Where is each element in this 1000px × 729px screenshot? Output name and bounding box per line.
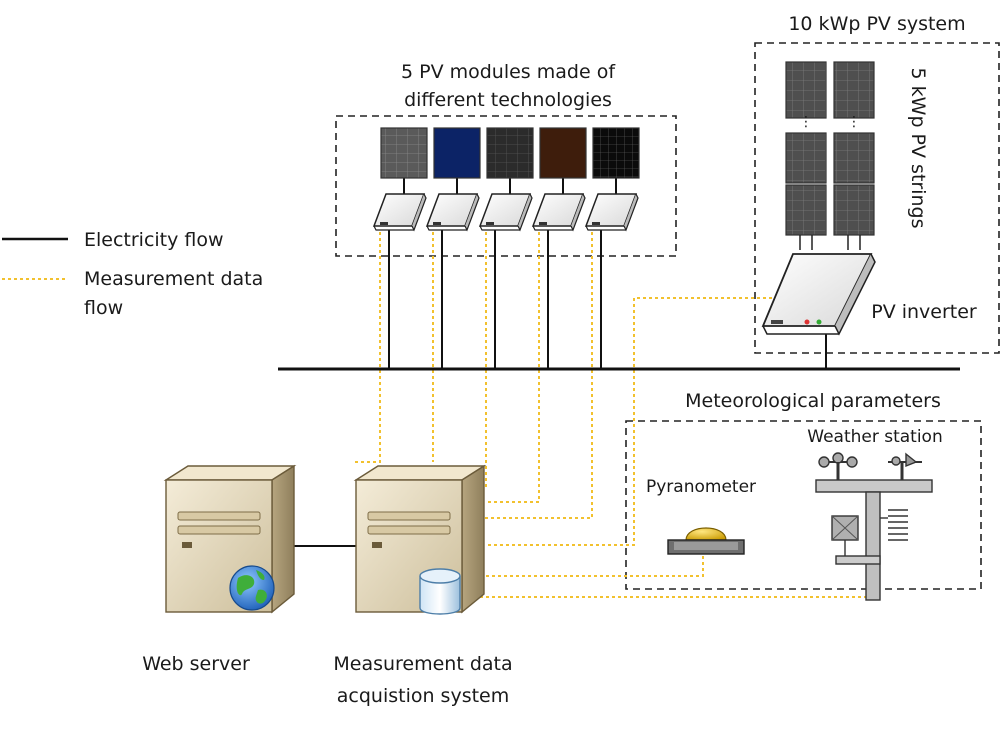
electricity-flow-lines xyxy=(278,178,960,547)
das-label-line1: Measurement data xyxy=(333,653,512,675)
pyranometer-label: Pyranometer xyxy=(646,477,756,497)
pv-strings: ⋮ ⋮ xyxy=(785,61,875,250)
pv-modules-group-box xyxy=(335,115,677,257)
pv-module-icon xyxy=(539,127,587,179)
pv-inverter-icon xyxy=(761,253,876,336)
legend-electricity-label: Electricity flow xyxy=(84,229,224,251)
pv-module-icon xyxy=(833,61,875,119)
pv-module-icon xyxy=(592,127,640,179)
pv-module-icon xyxy=(380,127,428,179)
legend: Electricity flow Measurement data flow xyxy=(2,229,263,319)
meteo-group-box xyxy=(625,420,982,590)
micro-inverter-icon xyxy=(584,193,639,232)
server-icon xyxy=(353,464,487,614)
pyranometer-icon xyxy=(667,527,745,555)
weather-station-label: Weather station xyxy=(807,427,943,447)
weather-station-icon xyxy=(815,452,933,601)
pv-module-icon xyxy=(833,184,875,236)
micro-inverter-row xyxy=(372,193,639,232)
pv-module-icon xyxy=(785,184,827,236)
globe-icon xyxy=(229,565,275,611)
pv-module-icon xyxy=(486,127,534,179)
inverter-label: PV inverter xyxy=(871,301,977,323)
legend-measurement-label-line2: flow xyxy=(84,297,123,319)
micro-inverter-icon xyxy=(478,193,533,232)
micro-inverter-icon xyxy=(425,193,480,232)
strings-label: 5 kWp PV strings xyxy=(907,68,929,229)
svg-text:⋮: ⋮ xyxy=(799,114,813,130)
pv-modules-title-line1: 5 PV modules made of xyxy=(401,61,616,83)
database-icon xyxy=(419,568,461,615)
pv-module-icon xyxy=(433,127,481,179)
pv-module-icon xyxy=(785,61,827,119)
legend-measurement-label-line1: Measurement data xyxy=(84,268,263,290)
web-server-label: Web server xyxy=(142,653,250,675)
pv-system-group-box xyxy=(754,42,1000,354)
micro-inverter-icon xyxy=(372,193,427,232)
pv-system-title: 10 kWp PV system xyxy=(788,13,965,35)
pv-module-icon xyxy=(785,132,827,184)
micro-inverter-icon xyxy=(531,193,586,232)
pv-module-row xyxy=(380,127,640,179)
das-label-line2: acquistion system xyxy=(337,685,510,707)
pv-module-icon xyxy=(833,132,875,184)
pv-modules-title-line2: different technologies xyxy=(404,89,612,111)
svg-text:⋮: ⋮ xyxy=(847,114,861,130)
meteo-title: Meteorological parameters xyxy=(685,390,941,412)
